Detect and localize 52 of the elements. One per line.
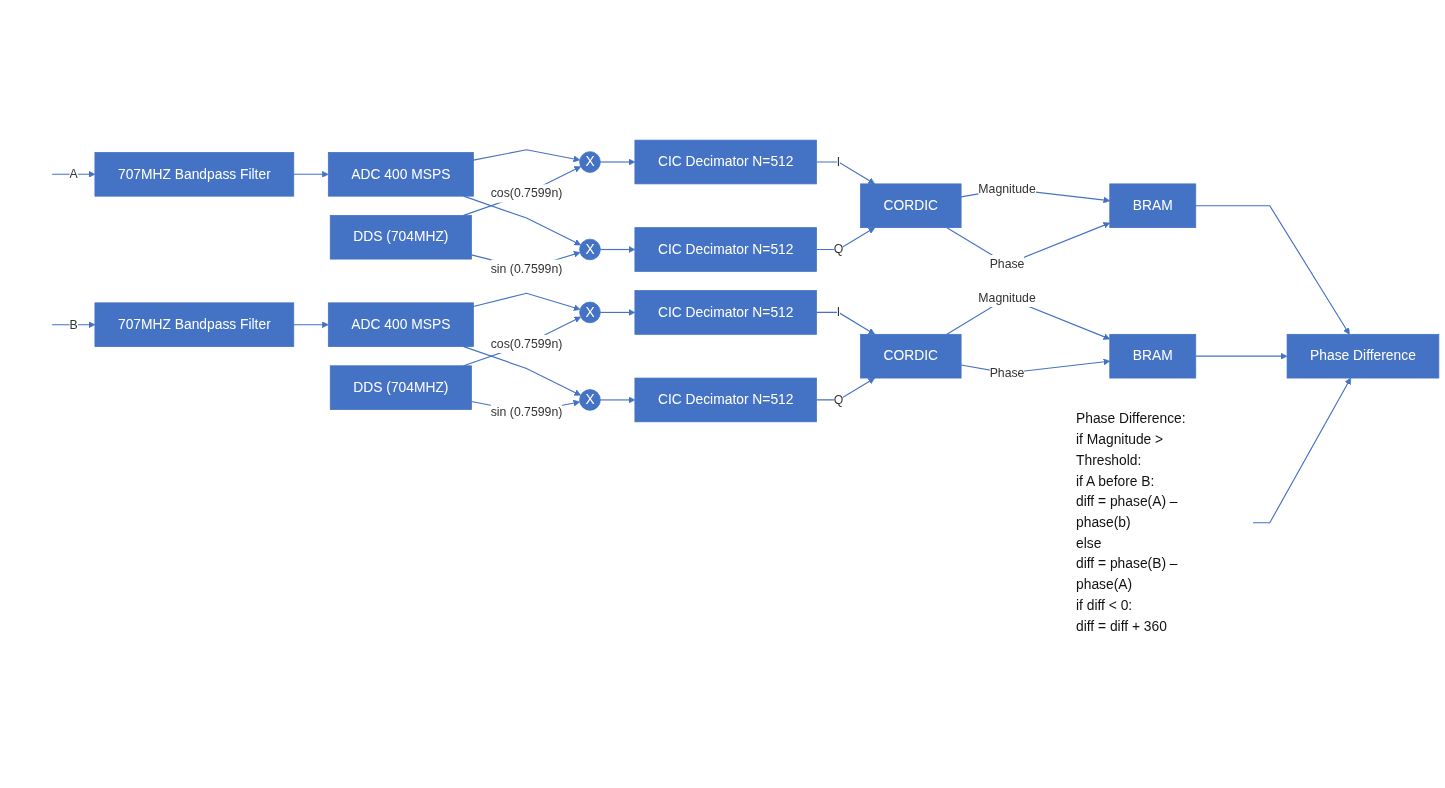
arrow — [293, 170, 329, 178]
node-box: CORDIC — [860, 183, 962, 228]
arrow — [599, 245, 636, 253]
node-box: CORDIC — [860, 333, 962, 379]
arrow — [815, 227, 875, 250]
node-circle: X — [579, 301, 601, 323]
node-box: CIC Decimator N=512 — [634, 377, 817, 422]
node-box: 707MHZ Bandpass Filter — [94, 151, 295, 197]
edge-label: A — [69, 167, 78, 181]
edge-label: Magnitude — [978, 290, 1036, 304]
node-box: CIC Decimator N=512 — [634, 227, 817, 272]
node-box: CIC Decimator N=512 — [634, 290, 817, 335]
node-box: BRAM — [1109, 183, 1197, 228]
node-text: Phase Difference: if Magnitude > Threshold: if A before B: diff = phase(A) – phase(b) else diff = phase(B) – phase(A) if diff < 0: diff = diff + 360 — [1076, 410, 1186, 634]
arrow — [599, 308, 636, 316]
node-box: DDS (704MHZ) — [329, 214, 472, 260]
arrow — [472, 148, 581, 162]
edge-label: cos(0.7599n) — [490, 186, 563, 200]
edge-label: cos(0.7599n) — [490, 336, 563, 350]
node-circle: X — [579, 389, 601, 411]
edge-label: B — [69, 317, 78, 331]
arrow — [815, 161, 875, 184]
arrow — [599, 158, 636, 166]
node-box: Phase Difference — [1286, 333, 1440, 379]
edge-label: Q — [833, 242, 844, 256]
arrow — [1195, 205, 1350, 335]
edge-label: Q — [833, 392, 844, 406]
edge-label: sin (0.7599n) — [490, 261, 563, 275]
edge-label: sin (0.7599n) — [490, 405, 563, 419]
arrow — [293, 321, 329, 328]
node-box: ADC 400 MSPS — [327, 302, 474, 347]
arrow — [463, 345, 581, 396]
arrow — [1251, 377, 1352, 524]
edge-label: I — [836, 154, 841, 168]
arrow — [599, 396, 636, 404]
node-box: 707MHZ Bandpass Filter — [94, 302, 295, 347]
edge-label: Phase — [989, 256, 1025, 271]
arrow — [472, 292, 581, 311]
edge-label: I — [836, 305, 841, 319]
node-box: ADC 400 MSPS — [327, 151, 474, 197]
node-circle: X — [579, 238, 601, 261]
edge-label: Phase — [989, 365, 1025, 380]
arrow — [1195, 352, 1288, 360]
node-box: BRAM — [1109, 333, 1197, 379]
arrow — [815, 377, 875, 401]
arrow — [815, 311, 875, 335]
node-box: DDS (704MHZ) — [329, 365, 472, 410]
arrow — [463, 195, 581, 246]
edge-label: Magnitude — [978, 181, 1036, 195]
node-circle: X — [579, 151, 601, 173]
node-box: CIC Decimator N=512 — [634, 139, 817, 185]
arrow — [463, 166, 581, 216]
